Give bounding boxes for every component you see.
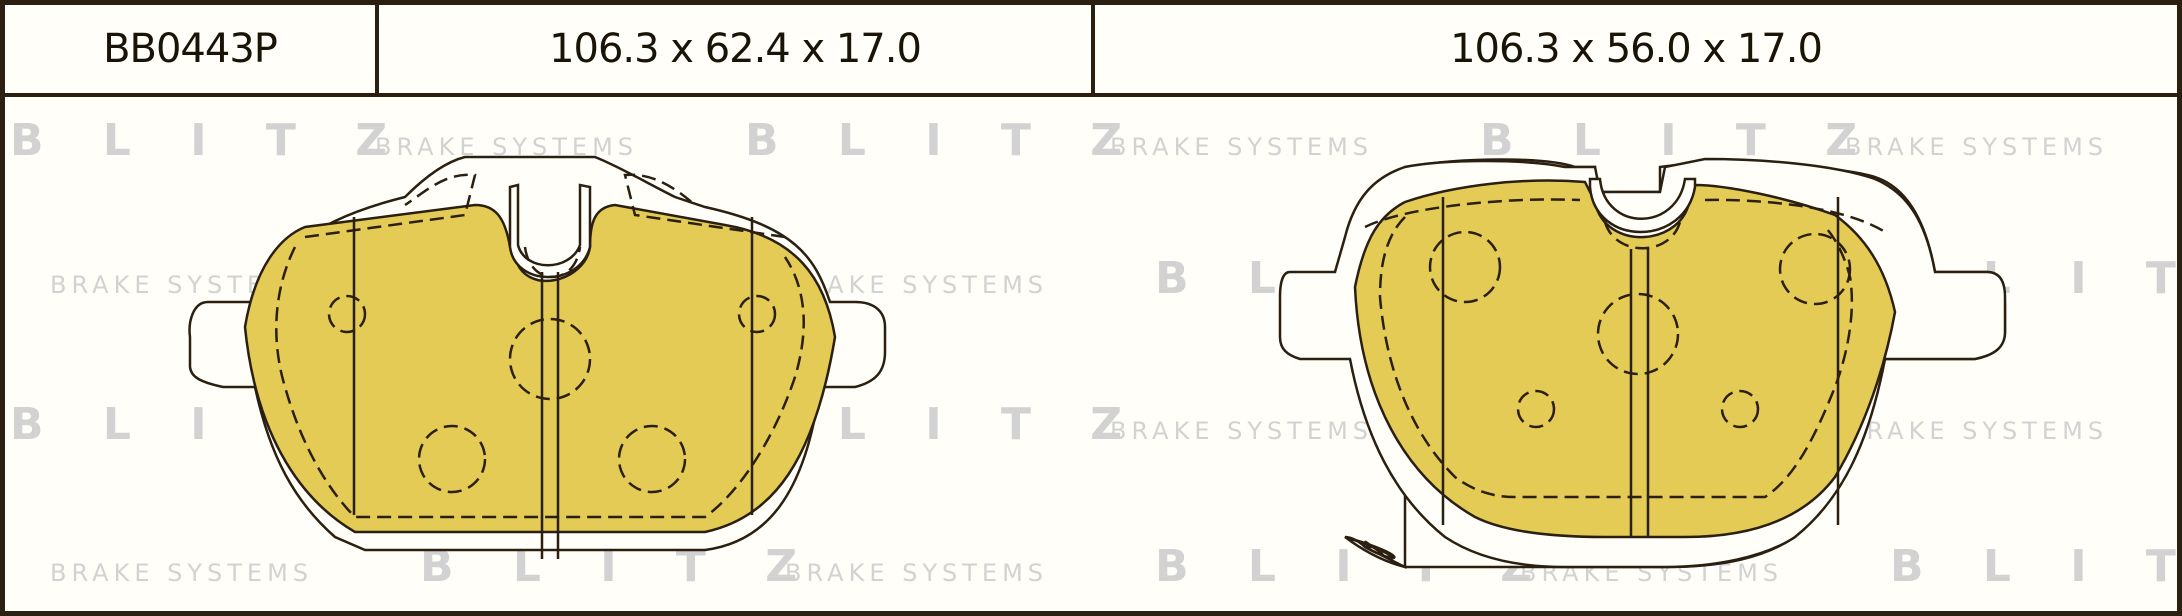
pad-left-dashed-lines — [275, 173, 805, 519]
watermark-tagline: BRAKE SYSTEMS — [1845, 417, 2108, 445]
pad-right-clip-notch — [1588, 177, 1697, 234]
watermark-tagline: BRAKE SYSTEMS — [50, 559, 313, 587]
pad-right-slots — [1441, 197, 1840, 537]
pad-right-friction-material — [1353, 179, 1897, 539]
spec-header: BB0443P 106.3 x 62.4 x 17.0 106.3 x 56.0… — [5, 5, 2177, 97]
watermark-tagline: BRAKE SYSTEMS — [785, 559, 1048, 587]
pad-right-dashed-lines — [1364, 198, 1886, 499]
watermark-brand: B L I T Z — [1890, 541, 2177, 592]
pad-a-dimensions-cell: 106.3 x 62.4 x 17.0 — [379, 5, 1095, 93]
watermark-brand: B L I T Z — [1480, 115, 1879, 166]
part-number-cell: BB0443P — [5, 5, 379, 93]
brake-pad-left — [188, 155, 887, 559]
watermark-brand: B L I T Z — [10, 115, 409, 166]
pad-b-dimensions-cell: 106.3 x 56.0 x 17.0 — [1450, 26, 1823, 72]
pad-left-friction-material — [243, 203, 837, 534]
watermark-tagline: BRAKE SYSTEMS — [1110, 417, 1373, 445]
watermark-tagline: BRAKE SYSTEMS — [1110, 133, 1373, 161]
watermark-brand: B L I T Z — [745, 115, 1144, 166]
watermark-tagline: BRAKE SYSTEMS — [1845, 133, 2108, 161]
pad-left-slots — [352, 217, 754, 559]
brake-pad-right — [1278, 157, 2007, 570]
